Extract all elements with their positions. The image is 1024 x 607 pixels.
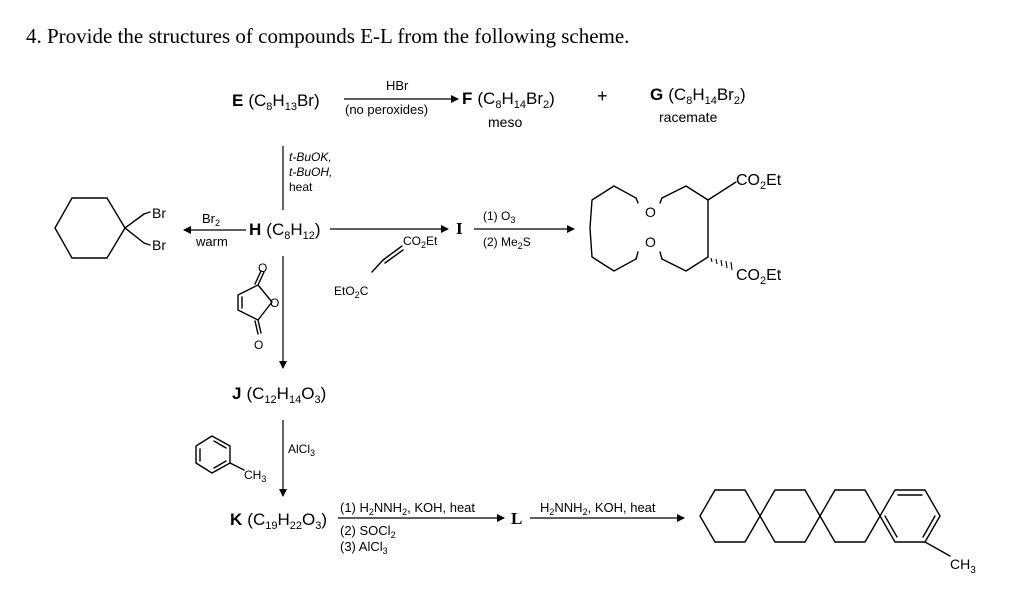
plus-sign: + bbox=[597, 86, 608, 106]
compound-F-note: meso bbox=[488, 114, 522, 130]
dibromide-structure bbox=[54, 197, 151, 259]
co2et-label-product-top: CO2Et bbox=[736, 172, 782, 192]
reagent-k-step2: (2) SOCl2 bbox=[340, 523, 396, 540]
reagent-hbr: HBr bbox=[386, 78, 409, 93]
ozonolysis-product-structure bbox=[589, 181, 737, 272]
svg-text:F(C8H14Br2): F(C8H14Br2) bbox=[462, 89, 555, 111]
br-label-top: Br bbox=[152, 205, 166, 221]
reagent-tbuok: t-BuOK, bbox=[289, 150, 332, 164]
reagent-tbuoh: t-BuOH, bbox=[289, 165, 332, 179]
svg-text:H(C8H12): H(C8H12) bbox=[249, 220, 321, 242]
co2et-label-upper: CO2Et bbox=[403, 234, 438, 250]
svg-text:J(C12H14O3): J(C12H14O3) bbox=[232, 384, 326, 406]
svg-text:K(C19H22O3): K(C19H22O3) bbox=[230, 510, 327, 532]
reagent-k-step1: (1) H2NNH2, KOH, heat bbox=[340, 500, 475, 517]
compound-K-label: K(C19H22O3) bbox=[230, 510, 327, 532]
diethyl-fumarate-structure bbox=[371, 245, 404, 273]
reagent-warm: warm bbox=[195, 234, 228, 249]
compound-H-label: H(C8H12) bbox=[249, 220, 321, 242]
reagent-me2s: (2) Me2S bbox=[483, 235, 531, 251]
toluene-ch3-label: CH3 bbox=[244, 468, 266, 484]
br-label-bottom: Br bbox=[152, 237, 166, 253]
compound-G-label: G(C8H14Br2) bbox=[650, 85, 746, 107]
compound-J-label: J(C12H14O3) bbox=[232, 384, 326, 406]
anhydride-o-top: O bbox=[258, 261, 267, 275]
reagent-heat: heat bbox=[289, 180, 313, 194]
co2et-label-product-bottom: CO2Et bbox=[736, 267, 782, 287]
anhydride-o-bottom: O bbox=[254, 338, 263, 352]
compound-I-label: I bbox=[456, 219, 463, 238]
reagent-br2: Br2 bbox=[202, 211, 220, 228]
reagent-alcl3: AlCl3 bbox=[288, 442, 315, 458]
final-ch3-label: CH3 bbox=[950, 556, 976, 576]
reagent-l-step: H2NNH2, KOH, heat bbox=[540, 500, 656, 517]
svg-text:G(C8H14Br2): G(C8H14Br2) bbox=[650, 85, 746, 107]
final-product-structure bbox=[699, 489, 951, 557]
oxygen-label-upper: O bbox=[645, 204, 656, 220]
reagent-no-peroxides: (no peroxides) bbox=[345, 102, 428, 117]
maleic-anhydride-structure bbox=[237, 270, 273, 335]
compound-E-label: E(C8H13Br) bbox=[232, 91, 320, 113]
anhydride-o-ring: O bbox=[270, 296, 279, 310]
svg-text:E(C8H13Br): E(C8H13Br) bbox=[232, 91, 320, 113]
reagent-ozone: (1) O3 bbox=[483, 209, 515, 225]
compound-G-note: racemate bbox=[659, 109, 718, 125]
question-text: 4. Provide the structures of compounds E… bbox=[26, 24, 630, 48]
compound-F-label: F(C8H14Br2) bbox=[462, 89, 555, 111]
toluene-structure bbox=[195, 435, 245, 474]
compound-L-label: L bbox=[511, 509, 522, 528]
oxygen-label-lower: O bbox=[645, 234, 656, 250]
eto2c-label: EtO2C bbox=[334, 284, 369, 300]
reagent-k-step3: (3) AlCl3 bbox=[340, 539, 388, 556]
